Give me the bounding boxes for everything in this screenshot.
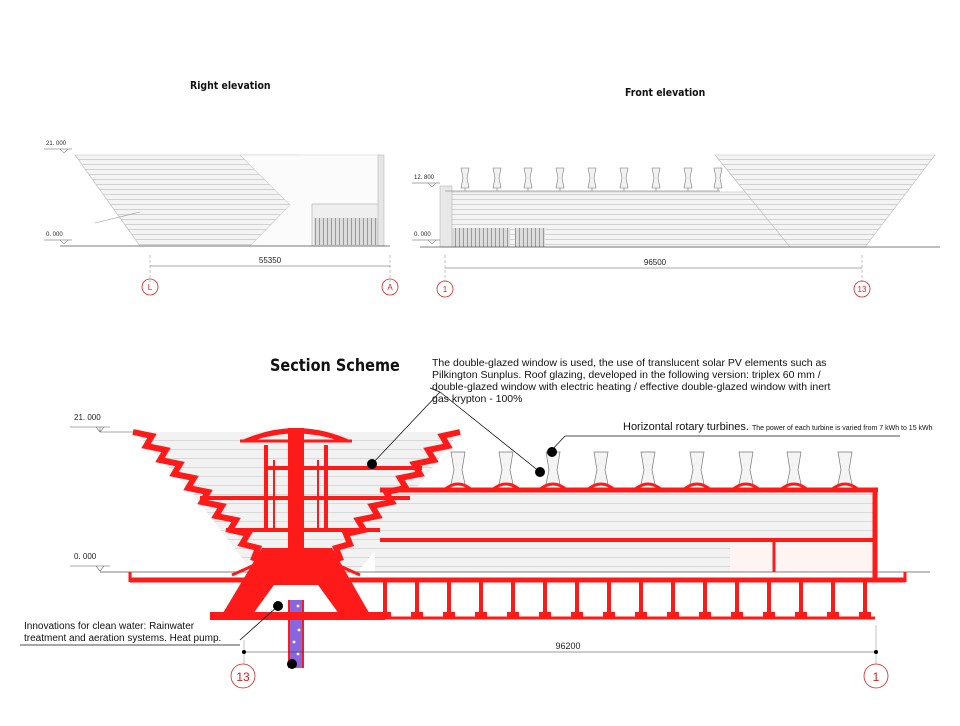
bubble [297, 628, 301, 632]
callout-dot-glazing [367, 459, 377, 469]
front-elevation-level-zero: 0. 000 [414, 232, 431, 238]
callout-dot-turbine [547, 447, 557, 457]
right-elevation-level-zero: 0. 000 [46, 232, 63, 238]
section-column [635, 580, 647, 618]
section-column [571, 580, 583, 618]
section-column [443, 580, 455, 618]
axis-label-13-front: 13 [858, 285, 867, 294]
right-elevation-dimension: 55350 [259, 256, 282, 265]
section-column [603, 580, 615, 618]
axis-marker-A [381, 278, 399, 296]
bubble [296, 652, 300, 656]
section-column [699, 580, 711, 618]
section-column [539, 580, 551, 618]
section-column [507, 580, 519, 618]
axis-marker-13-front [853, 280, 871, 298]
callout-dot-roof [535, 467, 545, 477]
section-turbine [586, 451, 616, 492]
bubble [292, 640, 296, 644]
section-turbine [830, 451, 860, 492]
section-column [731, 580, 743, 618]
section-turbine [443, 451, 473, 492]
callout-dot-pipe [287, 659, 297, 669]
water-pipe [290, 590, 302, 668]
section-column [827, 580, 839, 618]
front-elevation-drawing: 96500 12. 800 0. 000 1 13 [412, 154, 940, 298]
front-turbine [713, 167, 723, 191]
axis-label-A: A [387, 283, 393, 292]
section-turbine [491, 451, 521, 492]
section-column [795, 580, 807, 618]
glazing-annotation: The double-glazed window is used, the us… [432, 357, 831, 405]
axis-marker-1-section [863, 663, 889, 689]
section-base-truss [220, 548, 372, 618]
front-turbine [587, 167, 597, 191]
front-turbine [619, 167, 629, 191]
front-turbine [683, 167, 693, 191]
turbine-annotation-detail: The power of each turbine is varied from… [752, 425, 933, 432]
section-column [475, 580, 487, 618]
front-elevation-level-mid: 12. 800 [414, 175, 435, 181]
section-column [411, 580, 423, 618]
front-elevation-title: Front elevation [625, 86, 706, 99]
right-elevation-entrance-glazing [314, 218, 378, 245]
axis-label-13-section: 13 [236, 670, 250, 684]
front-turbine [492, 167, 502, 191]
right-elevation-drawing: 55350 21. 000 0. 000 L A [44, 141, 399, 296]
turbine-annotation: Horizontal rotary turbines. The power of… [623, 421, 933, 435]
section-column [667, 580, 679, 618]
section-turbine [633, 451, 663, 492]
section-dimension: 96200 [555, 641, 580, 651]
callout-dot-water [273, 601, 283, 611]
front-turbine [555, 167, 565, 191]
front-turbine [523, 167, 533, 191]
section-level-zero: 0. 000 [74, 552, 97, 561]
right-elevation-title: Right elevation [190, 79, 271, 92]
section-scheme-drawing: 21. 000 0. 000 96200 13 1 [20, 387, 930, 689]
section-level-top: 21. 000 [74, 413, 101, 422]
front-turbine [651, 167, 661, 191]
section-column [859, 580, 871, 618]
axis-marker-13-section [230, 663, 256, 689]
section-turbine [731, 451, 761, 492]
front-elevation-turbines [460, 167, 723, 191]
axis-marker-L [141, 278, 159, 296]
bubble [296, 604, 300, 608]
section-turbine [538, 451, 568, 492]
front-elevation-dimension: 96500 [644, 258, 667, 267]
section-roof-canopy [240, 428, 352, 441]
section-turbine [682, 451, 712, 492]
axis-label-L: L [148, 283, 153, 292]
water-annotation: Innovations for clean water: Rainwater t… [24, 621, 222, 644]
section-column [763, 580, 775, 618]
section-foundation-columns [379, 580, 871, 618]
axis-marker-1-front [436, 280, 454, 298]
turbine-annotation-title: Horizontal rotary turbines. [623, 421, 749, 433]
section-column [379, 580, 391, 618]
front-elevation-entrance-glazing [450, 228, 510, 247]
axis-label-1-front: 1 [443, 285, 448, 294]
right-elevation-level-top: 21. 000 [46, 141, 67, 147]
front-turbine [460, 167, 470, 191]
axis-label-1-section: 1 [873, 670, 880, 684]
section-turbines [443, 451, 860, 492]
section-scheme-title: Section Scheme [270, 356, 400, 376]
section-turbine [779, 451, 809, 492]
